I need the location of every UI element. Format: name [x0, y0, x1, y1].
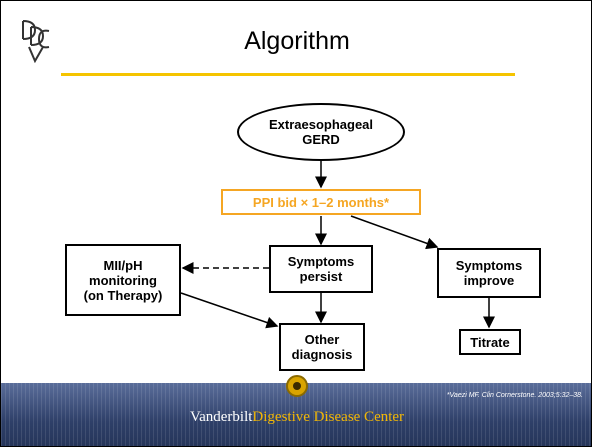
node-extraesophageal-gerd: Extraesophageal GERD [237, 103, 405, 161]
node-mii-ph-monitoring: MII/pH monitoring (on Therapy) [65, 244, 181, 316]
footer-org-part2: Digestive Disease Center [252, 409, 405, 425]
footer-organization: VanderbiltDigestive Disease Center [1, 409, 591, 426]
slide-title: Algorithm [244, 27, 350, 55]
node-symptoms-persist: Symptoms persist [269, 245, 373, 293]
citation: *Vaezi MF. Clin Cornerstone. 2003;5:32–3… [446, 392, 583, 399]
emblem-center [293, 382, 301, 390]
ddc-logo-icon [22, 20, 50, 63]
node-symptoms-improve: Symptoms improve [437, 248, 541, 298]
edge-ppi-to-improve [350, 215, 439, 250]
vanderbilt-emblem-icon [286, 375, 308, 397]
node-other-diagnosis: Other diagnosis [279, 323, 365, 371]
node-titrate: Titrate [459, 329, 521, 355]
node-ppi-treatment: PPI bid × 1–2 months* [221, 189, 421, 215]
footer-org-part1: Vanderbilt [189, 409, 253, 425]
edge-mii-to-other [180, 292, 279, 329]
title-underline [61, 73, 515, 76]
